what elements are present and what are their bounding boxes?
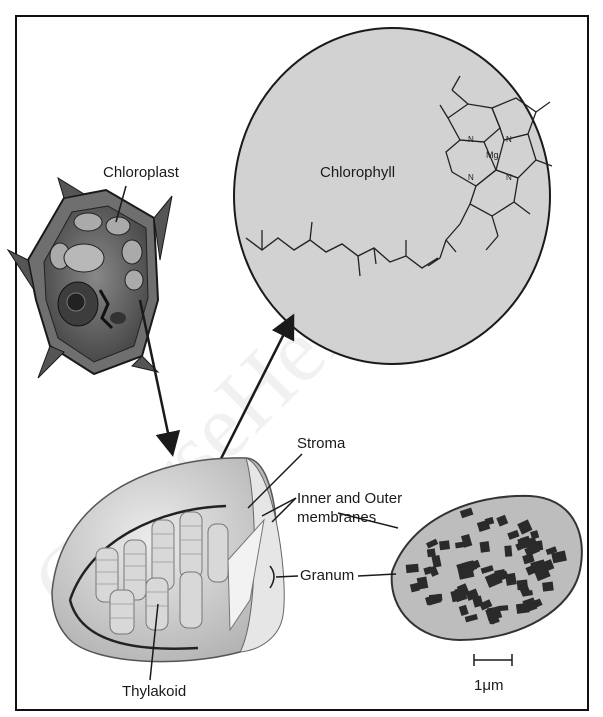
nitrogen-atom-3: N	[468, 173, 474, 182]
granum-block	[480, 541, 490, 553]
granum-block	[427, 548, 436, 557]
granum-block	[439, 540, 450, 550]
granum-block	[517, 580, 528, 591]
granum-leader-line	[276, 576, 298, 577]
scale-bar	[474, 654, 512, 666]
membranes-label-line2: membranes	[297, 509, 376, 526]
thylakoid-label: Thylakoid	[122, 683, 186, 700]
granum-block	[406, 564, 419, 573]
membranes-label-line1: Inner and Outer	[297, 490, 402, 507]
chloroplast-label: Chloroplast	[103, 164, 180, 181]
nitrogen-atom-1: N	[468, 135, 474, 144]
micrograph-granum-line	[358, 574, 396, 576]
nitrogen-atom-4: N	[506, 173, 512, 182]
scale-bar-label: 1μm	[474, 677, 503, 694]
chlorophyll-label: Chlorophyll	[320, 164, 395, 181]
granum-block	[505, 573, 517, 586]
granum-label: Granum	[300, 567, 354, 584]
electron-micrograph-chloroplast	[392, 496, 582, 640]
membranes-leader-line-2	[272, 498, 296, 522]
nitrogen-atom-2: N	[506, 135, 512, 144]
granum-block	[542, 582, 554, 592]
granum-block	[504, 545, 512, 556]
magnesium-atom: Mg	[486, 150, 499, 160]
chlorophyll-magnified-view: Chlorophyll Mg N N N N	[234, 28, 552, 364]
plant-cell-illustration	[8, 178, 172, 378]
stroma-label: Stroma	[297, 435, 346, 452]
